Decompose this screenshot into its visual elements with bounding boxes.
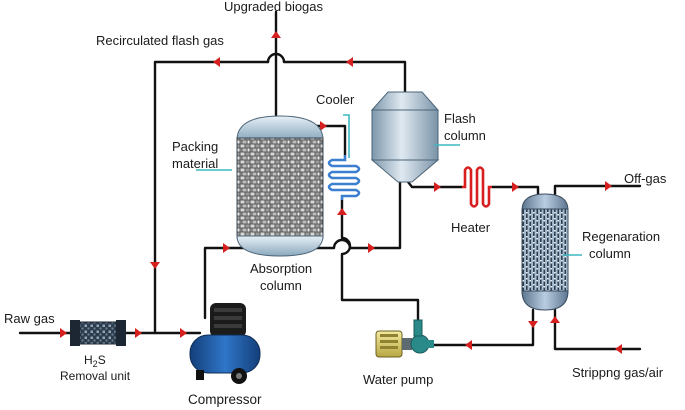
absorber-top-dome xyxy=(236,115,324,141)
label-leaders xyxy=(196,114,582,256)
cooler-label: Cooler xyxy=(316,92,355,107)
water-pump-label: Water pump xyxy=(363,372,433,387)
cooler-tube xyxy=(327,155,361,200)
flow-arrows xyxy=(60,31,622,354)
off-gas-pipe xyxy=(553,184,642,200)
flash-column-label-line2: column xyxy=(444,128,486,143)
flow-arrow xyxy=(346,57,353,67)
filter-flange-right xyxy=(116,320,126,346)
water-pump xyxy=(375,319,434,358)
compressor-outlet-pipe xyxy=(203,246,248,320)
cooler-to-pump-pipe xyxy=(340,198,420,324)
regeneration-column-label-line1: Regenaration xyxy=(582,229,660,244)
pump-fin xyxy=(380,334,398,337)
h2s-label: H2S xyxy=(84,353,106,369)
regeneration-column xyxy=(521,193,569,311)
pump-fin xyxy=(380,346,398,349)
compressor xyxy=(189,303,261,384)
flow-arrow xyxy=(615,344,622,354)
heater-tube xyxy=(462,166,492,208)
flow-arrow xyxy=(368,243,375,253)
flow-arrow xyxy=(512,182,519,192)
packing-material-label-line1: Packing xyxy=(172,139,218,154)
flow-arrow xyxy=(271,31,281,38)
flash-bottom-cone xyxy=(370,159,440,183)
stripping-gas-label: Strippng gas/air xyxy=(572,365,664,380)
stripping-gas-pipe xyxy=(553,308,642,351)
regeneration-column-label-line2: column xyxy=(589,246,631,261)
recirculated-flash-gas-return xyxy=(266,52,407,94)
flow-arrow xyxy=(213,57,220,67)
h2s-h: H xyxy=(84,353,93,367)
upgraded-biogas-label: Upgraded biogas xyxy=(224,0,324,14)
pump-coupling xyxy=(402,338,412,350)
regen-to-pump-pipe xyxy=(430,308,535,347)
packing-material-label-line2: material xyxy=(172,156,218,171)
regen-body xyxy=(521,208,569,293)
absorber-to-flash-pipe xyxy=(310,178,402,250)
filter-flange-left xyxy=(70,320,80,346)
motor-fin xyxy=(214,308,242,312)
cooler-coil xyxy=(327,155,361,200)
flow-arrow xyxy=(150,262,160,269)
flow-arrow xyxy=(528,321,538,328)
flow-arrow xyxy=(180,328,187,338)
pump-fin xyxy=(380,340,398,343)
pump-inlet xyxy=(426,340,434,348)
flow-arrow xyxy=(550,316,560,323)
absorption-column-label-line2: column xyxy=(260,278,302,293)
recirculated-flash-gas-label: Recirculated flash gas xyxy=(96,33,224,48)
flow-arrow xyxy=(320,121,327,131)
raw-gas-label: Raw gas xyxy=(4,311,55,326)
flow-arrow xyxy=(434,182,441,192)
flow-arrow xyxy=(337,208,347,215)
compressor-foot xyxy=(196,370,204,380)
recirculated-flash-gas-pipe xyxy=(153,60,270,335)
flash-column-label-line1: Flash xyxy=(444,111,476,126)
h2s-s: S xyxy=(98,353,106,367)
flash-column xyxy=(370,91,440,183)
off-gas-label: Off-gas xyxy=(624,171,667,186)
heater-coil xyxy=(462,166,492,208)
absorption-column-label-line1: Absorption xyxy=(250,261,312,276)
h2s-subscript: 2 xyxy=(93,359,98,369)
regen-bottom-dome xyxy=(521,290,569,311)
wheel-hub xyxy=(236,373,242,379)
pump-outlet xyxy=(413,319,423,337)
flash-top-cone xyxy=(370,91,440,111)
filter-body xyxy=(79,321,117,345)
absorption-column xyxy=(236,115,324,257)
flow-arrow xyxy=(605,181,612,191)
motor-fin xyxy=(214,324,242,328)
regen-top-dome xyxy=(521,193,569,211)
flash-body xyxy=(371,109,439,161)
flow-arrow xyxy=(60,328,67,338)
absorber-bottom-dome xyxy=(236,235,324,257)
flow-arrow xyxy=(223,243,230,253)
removal-unit-label: Removal unit xyxy=(60,369,131,383)
cooler-leader xyxy=(343,114,350,158)
packing-bed xyxy=(236,137,324,239)
compressor-tank xyxy=(189,334,261,374)
labels: Upgraded biogas Recirculated flash gas C… xyxy=(4,0,667,407)
motor-fin xyxy=(214,316,242,320)
h2s-removal-unit xyxy=(70,320,126,346)
heater-label: Heater xyxy=(451,220,491,235)
compressor-label: Compressor xyxy=(188,392,262,407)
flow-arrow xyxy=(465,340,472,350)
flow-arrow xyxy=(135,328,142,338)
